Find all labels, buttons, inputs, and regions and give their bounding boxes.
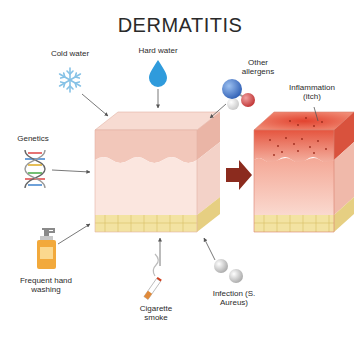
callout-label: Inflammation (itch) [280,83,344,101]
inflamed-skin-block [254,112,354,232]
factor-label: Infection (S. Aureus) [206,289,262,307]
factor-label: Cold water [50,49,90,58]
leader-line [314,107,318,121]
dna-icon [25,150,45,188]
title: DERMATITIS [0,14,360,37]
transition-arrow [226,160,252,190]
molecule-icon [222,79,255,110]
water-drop-icon [149,60,167,87]
factor-label: Cigarette smoke [130,304,182,322]
bacteria-icon [214,259,243,283]
factor-label: Frequent hand washing [15,276,77,294]
snowflake-icon [60,68,81,92]
factor-label: Hard water [126,46,190,55]
factor-label: Genetics [11,134,55,143]
skin-block [95,112,220,232]
soap-bottle-icon [37,228,56,269]
factor-label: Other allergens [235,58,281,76]
cigarette-icon [144,254,162,299]
factor-arrows [52,89,226,266]
